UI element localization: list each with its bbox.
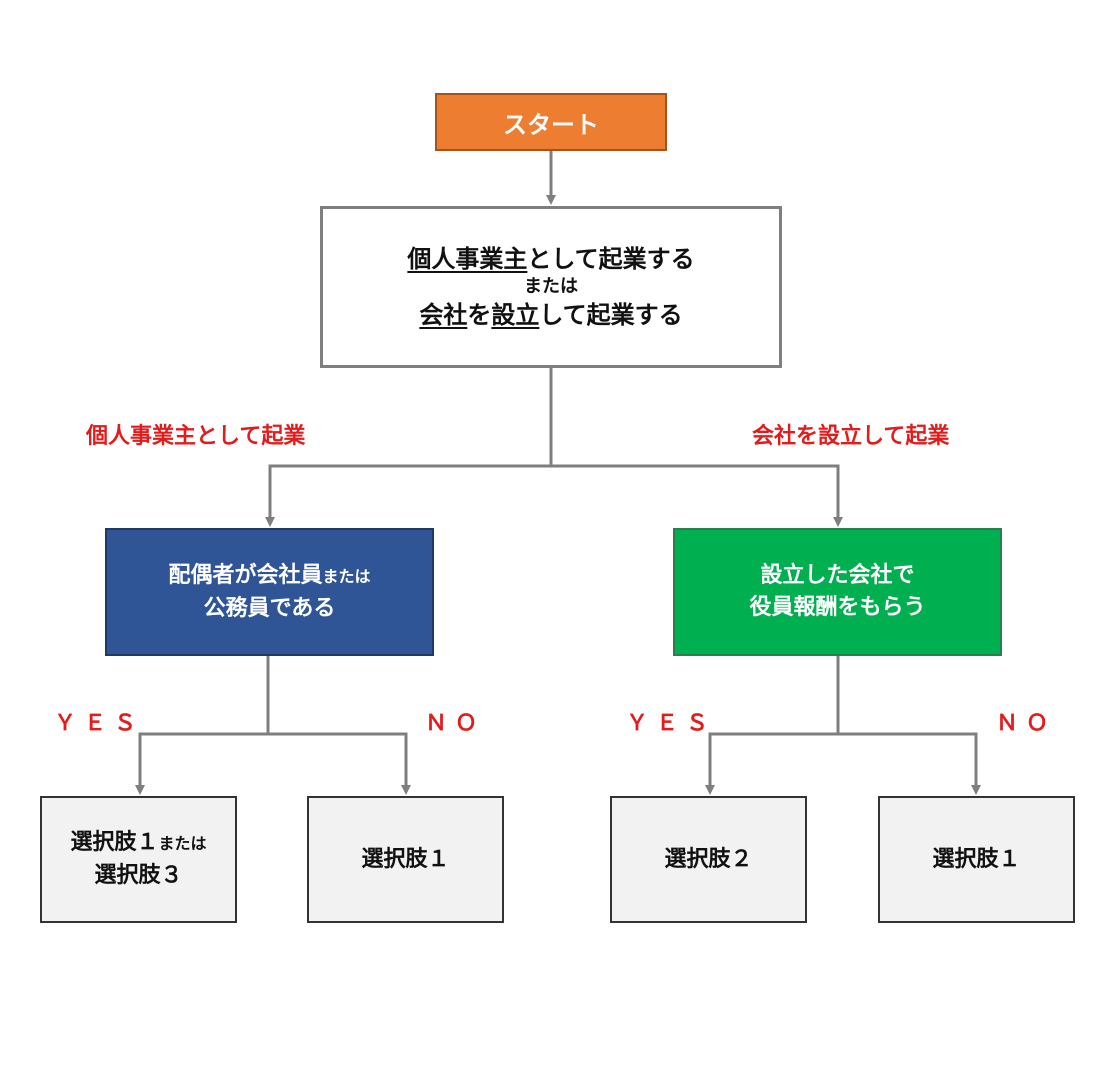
spouse-employee-node: 配偶者が会社員または 公務員である xyxy=(105,528,434,656)
question-company: 会社 xyxy=(419,301,468,329)
question-node: 個人事業主として起業する または 会社を設立して起業する xyxy=(320,206,782,368)
question-line3-rest: して起業する xyxy=(539,301,683,329)
leaf4-label: 選択肢１ xyxy=(932,846,1021,872)
no-label-left: ＮＯ xyxy=(425,711,486,736)
question-line-3: 会社を設立して起業する xyxy=(419,299,682,331)
question-line1-rest: として起業する xyxy=(527,245,695,273)
connector-to-leaf3 xyxy=(705,732,838,795)
yes-label-left: ＹＥＳ xyxy=(54,711,145,736)
spouse-node-line1-text: 配偶者が会社員 xyxy=(168,562,323,588)
question-establish: 設立 xyxy=(491,301,540,329)
spouse-node-line-2: 公務員である xyxy=(203,595,336,621)
question-line3-mid: を xyxy=(467,301,492,329)
leaf-option-2: 選択肢２ xyxy=(610,796,807,923)
leaf-option-1-left: 選択肢１ xyxy=(307,796,504,923)
leaf1-line1-small: または xyxy=(158,834,207,853)
connector-to-right-node xyxy=(551,464,843,527)
executive-node-line-2: 役員報酬をもらう xyxy=(749,595,926,620)
leaf2-label: 選択肢１ xyxy=(361,846,450,872)
yes-label-right: ＹＥＳ xyxy=(626,711,717,736)
leaf1-line-1: 選択肢１または xyxy=(70,827,206,860)
branch-label-right: 会社を設立して起業 xyxy=(752,424,950,449)
leaf-option-1-right: 選択肢１ xyxy=(878,796,1075,923)
question-line-1: 個人事業主として起業する xyxy=(407,243,694,275)
executive-node-line-1: 設立した会社で xyxy=(760,563,915,588)
no-label-right: ＮＯ xyxy=(996,711,1057,736)
leaf1-line-2: 選択肢３ xyxy=(94,863,183,888)
connector-to-leaf1 xyxy=(135,732,268,795)
question-sole-proprietor: 個人事業主 xyxy=(407,245,528,273)
branch-label-left: 個人事業主として起業 xyxy=(86,424,306,449)
leaf3-label: 選択肢２ xyxy=(664,846,753,872)
leaf-option-1-or-3: 選択肢１または 選択肢３ xyxy=(40,796,237,923)
start-node: スタート xyxy=(435,93,667,151)
connector-to-leaf2 xyxy=(268,732,411,795)
spouse-node-line1-small: または xyxy=(322,566,371,586)
spouse-node-line-1: 配偶者が会社員または xyxy=(168,560,370,593)
leaf1-line1-text: 選択肢１ xyxy=(70,830,159,855)
question-line-2: または xyxy=(524,276,578,297)
start-label: スタート xyxy=(503,110,599,139)
connector-to-left-node xyxy=(265,464,551,527)
connector-to-leaf4 xyxy=(838,732,981,795)
executive-pay-node: 設立した会社で 役員報酬をもらう xyxy=(673,528,1002,656)
